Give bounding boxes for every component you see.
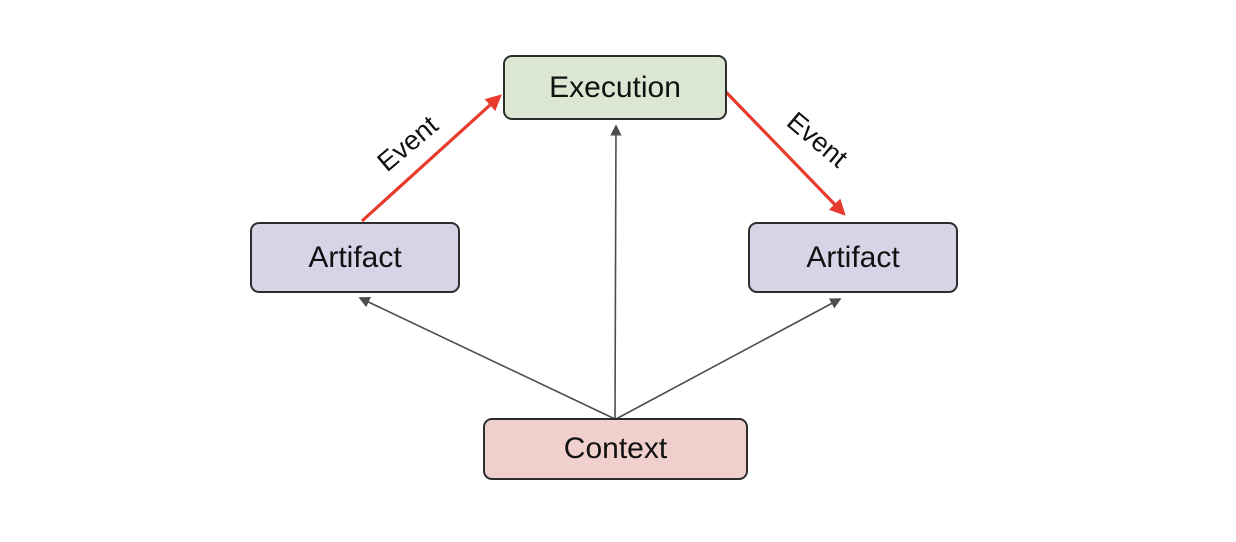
node-artifact-left: Artifact	[250, 222, 460, 293]
edge-context-to-artifact-right	[615, 298, 842, 420]
edge-label-event-left: Event	[371, 109, 444, 178]
edge-context-to-artifact-left	[358, 297, 616, 420]
edge-context-to-execution	[610, 124, 622, 420]
node-execution-label: Execution	[549, 70, 681, 104]
node-artifact-right: Artifact	[748, 222, 958, 293]
node-execution: Execution	[503, 55, 727, 120]
node-context: Context	[483, 418, 748, 480]
edge-label-event-right: Event	[781, 105, 854, 174]
node-context-label: Context	[563, 432, 668, 465]
node-artifact-left-label: Artifact	[308, 240, 402, 274]
node-artifact-right-label: Artifact	[806, 240, 900, 274]
